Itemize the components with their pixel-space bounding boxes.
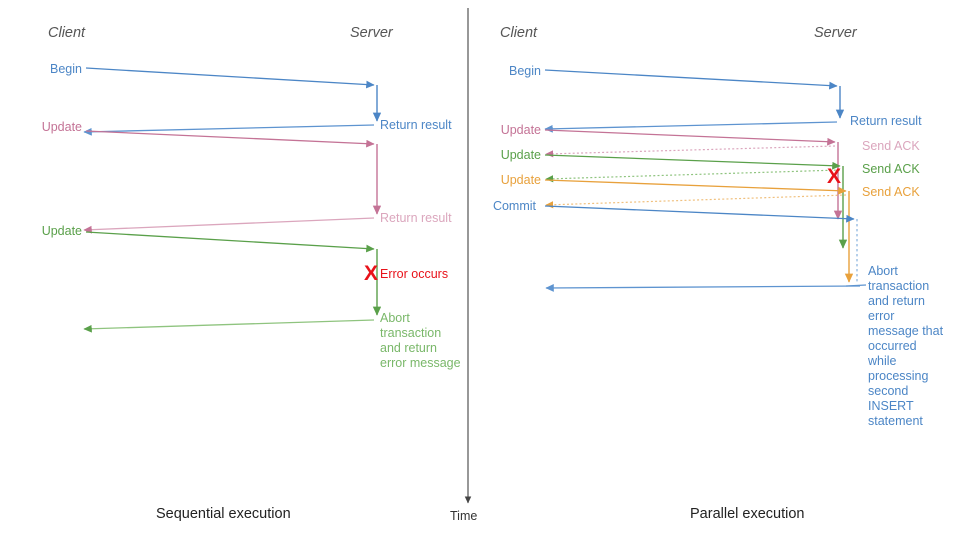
arrow-abort-response — [83, 319, 375, 333]
arrow-return-result-2 — [83, 217, 375, 234]
arrow-update-2-request — [85, 231, 375, 253]
parallel-panel-arrows — [544, 69, 867, 292]
sequential-client-label-update-2: Update — [41, 224, 82, 238]
sequential-server-label-abort-message: Abort transaction and return error messa… — [380, 311, 461, 370]
sequential-panel-caption: Sequential execution — [156, 506, 291, 522]
parallel-client-label-begin: Begin — [509, 64, 541, 78]
arrow-begin-request — [544, 69, 838, 90]
sequential-server-label-error-occurs: Error occurs — [380, 267, 449, 281]
sequential-client-label-begin: Begin — [50, 62, 82, 76]
parallel-server-label-return-result: Return result — [850, 114, 922, 128]
arrow-return-result — [544, 121, 838, 133]
parallel-actor-server: Server — [814, 25, 857, 41]
arrow-ack-2-dotted — [545, 169, 841, 183]
abort-label-connector — [845, 284, 867, 287]
sequential-panel-arrows — [83, 67, 382, 333]
arrow-update-1-request — [544, 129, 836, 146]
sequential-error-x-icon: X — [364, 262, 379, 285]
parallel-client-label-update-1: Update — [500, 123, 541, 137]
parallel-server-label-abort-message: Abort transaction and return error messa… — [868, 264, 944, 428]
arrow-update-2-request — [544, 154, 841, 170]
arrow-commit-request — [544, 205, 855, 223]
arrow-begin-request — [85, 67, 375, 89]
arrow-update-3-request — [544, 179, 847, 195]
sequential-server-label-return-result-2: Return result — [380, 211, 452, 225]
sequential-server-label-return-result-1: Return result — [380, 118, 452, 132]
sequential-actor-server: Server — [350, 25, 393, 41]
parallel-actor-client: Client — [500, 25, 538, 41]
arrow-abort-response — [545, 284, 861, 292]
parallel-client-label-commit: Commit — [492, 199, 536, 213]
arrow-return-result-1 — [83, 124, 375, 136]
parallel-client-label-update-3: Update — [500, 173, 541, 187]
arrow-update-1-request — [85, 130, 375, 148]
parallel-server-label-send-ack-3: Send ACK — [862, 185, 920, 199]
sequential-actor-client: Client — [48, 25, 86, 41]
parallel-error-x-icon: X — [827, 165, 842, 188]
parallel-client-label-update-2: Update — [500, 148, 541, 162]
arrow-ack-1-dotted — [545, 145, 836, 158]
parallel-panel-caption: Parallel execution — [690, 506, 805, 522]
arrow-ack-3-dotted — [545, 194, 847, 209]
time-axis-label: Time — [450, 509, 478, 523]
parallel-server-label-send-ack-2: Send ACK — [862, 162, 920, 176]
parallel-server-label-send-ack-1: Send ACK — [862, 139, 920, 153]
sequential-client-label-update-1: Update — [41, 120, 82, 134]
